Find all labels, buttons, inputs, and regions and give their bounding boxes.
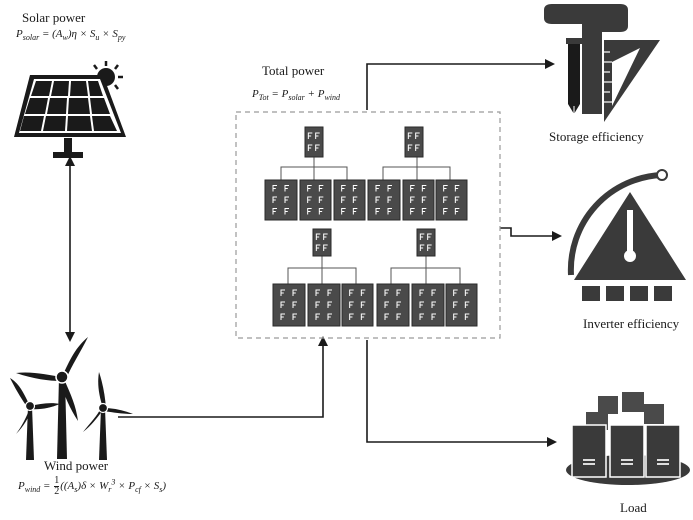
- battery-unit-icon: [405, 127, 423, 157]
- battery-unit-icon: [313, 229, 331, 256]
- battery-unit-icon: [334, 180, 365, 220]
- battery-unit-icon: [412, 284, 444, 326]
- solar-power-formula: Psolar = (Aw)η × Su × Spy: [16, 28, 125, 42]
- total-power-formula: PTot = Psolar + Pwind: [252, 88, 340, 102]
- battery-unit-icon: [308, 284, 340, 326]
- total-to-inverter-arrow: [500, 228, 560, 236]
- battery-unit-icon: [377, 284, 409, 326]
- inverter-efficiency-label: Inverter efficiency: [583, 316, 679, 332]
- gauge-warning-icon: [571, 170, 686, 301]
- wind-power-title: Wind power: [44, 458, 108, 474]
- solar-power-title: Solar power: [22, 10, 85, 26]
- total-to-storage-arrow: [367, 64, 553, 110]
- battery-unit-icon: [436, 180, 467, 220]
- battery-unit-icon: [403, 180, 434, 220]
- battery-unit-icon: [417, 229, 435, 256]
- wind-turbine-icon: [10, 337, 133, 460]
- battery-unit-icon: [446, 284, 477, 326]
- battery-unit-icon: [305, 127, 323, 157]
- total-power-title: Total power: [262, 63, 324, 79]
- total-to-load-arrow: [367, 340, 555, 442]
- ruler-triangle-icon: [544, 4, 660, 122]
- battery-units: [265, 127, 477, 326]
- wind-to-total-arrow: [118, 338, 323, 417]
- solar-panel-icon: [14, 61, 126, 158]
- server-rack-icon: [566, 392, 690, 485]
- battery-unit-icon: [342, 284, 373, 326]
- storage-efficiency-label: Storage efficiency: [549, 129, 644, 145]
- battery-unit-icon: [368, 180, 400, 220]
- battery-unit-icon: [265, 180, 297, 220]
- battery-unit-icon: [300, 180, 331, 220]
- battery-unit-icon: [273, 284, 305, 326]
- load-label: Load: [620, 500, 647, 516]
